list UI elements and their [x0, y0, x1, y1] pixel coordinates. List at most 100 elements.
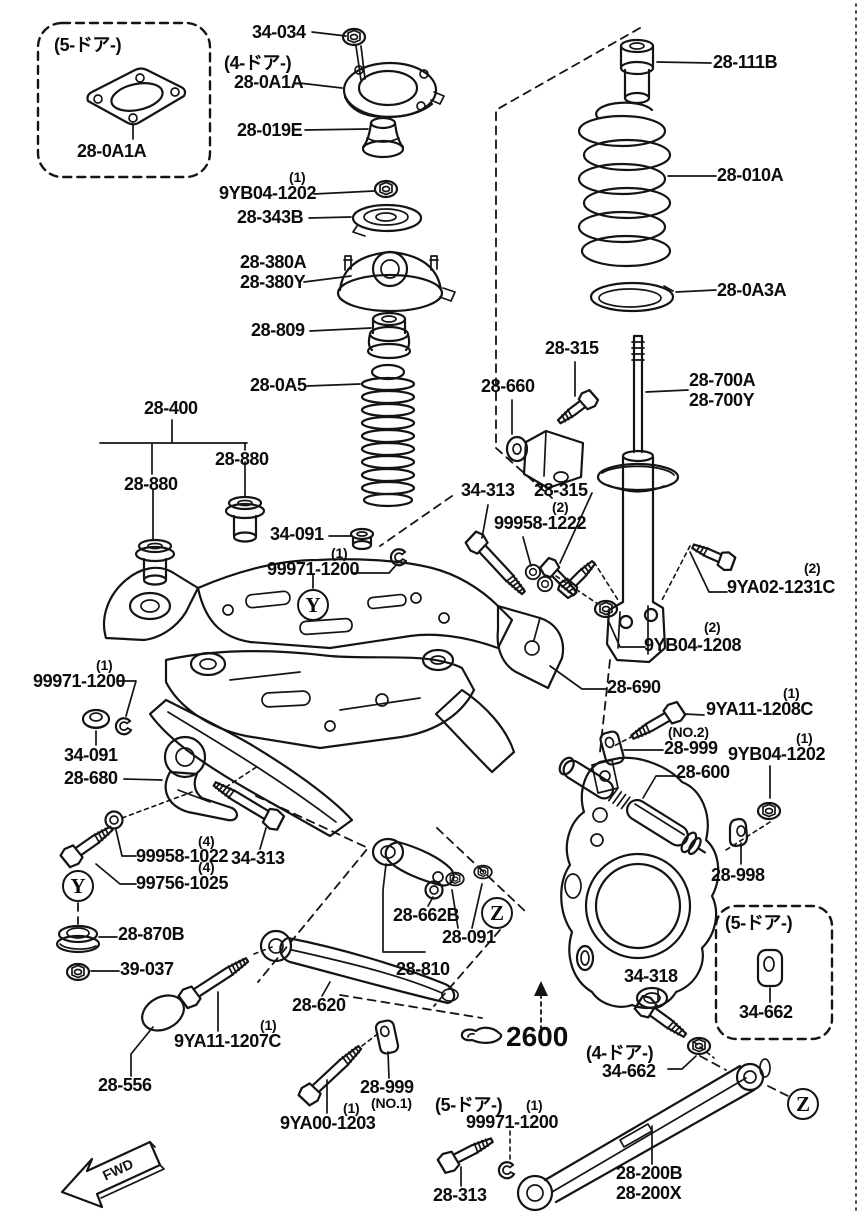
pointing-hand-icon	[460, 1026, 503, 1044]
bump-rubber-28-019E	[361, 116, 405, 159]
callout-28-0a1a-5door: 28-0A1A	[77, 141, 147, 161]
leader-lines	[90, 31, 771, 1187]
plate-nut-34-662-5door	[756, 948, 784, 988]
callout-28-556: 28-556	[98, 1075, 152, 1095]
callout-28-0a5: 28-0A5	[250, 375, 307, 395]
callout-four-door-bottom: (4-ドア-)	[586, 1043, 654, 1063]
callout-qty-no1: (NO.1)	[371, 1095, 412, 1111]
coil-spring-28-010A	[577, 101, 672, 268]
axis-lines	[121, 545, 771, 1161]
section-2600-pointer	[460, 981, 548, 1044]
callout-28-313: 28-313	[433, 1185, 487, 1205]
grommet-34-091-left	[81, 708, 111, 730]
callout-28-620: 28-620	[292, 995, 346, 1015]
callout-28-0a3a: 28-0A3A	[717, 280, 787, 300]
callout-9yb04-1202-mid: 9YB04-1202	[728, 744, 826, 764]
callout-9ya02-1231c: 9YA02-1231C	[727, 577, 836, 597]
callout-34-313-top: 34-313	[461, 480, 515, 500]
callout-qty-9ya11-1208c: (1)	[783, 685, 800, 701]
callout-9yb04-1208: 9YB04-1208	[644, 635, 742, 655]
callout-99971-1200-top: 99971-1200	[267, 559, 360, 579]
callout-99958-1222: 99958-1222	[494, 513, 587, 533]
callout-34-091-top: 34-091	[270, 524, 324, 544]
callout-9ya11-1208c: 9YA11-1208C	[706, 699, 814, 719]
five-door-variant-box-bottom	[714, 904, 834, 1041]
callout-sec-2600: 2600	[506, 1021, 569, 1052]
callout-qty-99971-1200-left: (1)	[96, 657, 113, 673]
callout-28-999-no2: 28-999	[664, 738, 718, 758]
callout-qty-9ya00-1203: (1)	[343, 1100, 360, 1116]
callout-qty-9ya11-1207c: (1)	[260, 1017, 277, 1033]
callout-qty-99971-1200-bottom: (1)	[526, 1097, 543, 1113]
construction-lines	[77, 27, 789, 1097]
clip-28-998	[728, 817, 749, 848]
callout-qty-9yb04-1202-top: (1)	[289, 169, 306, 185]
callout-34-091-left: 34-091	[64, 745, 118, 765]
spring-seat-28-343B	[351, 203, 423, 237]
callout-28-690: 28-690	[607, 677, 661, 697]
callout-34-662-4door: 34-662	[602, 1061, 656, 1081]
callout-qty-99971-1200-top: (1)	[331, 545, 348, 561]
trailing-arm-28-200	[516, 1058, 771, 1212]
callout-qty-28-315-2: (2)	[552, 499, 569, 515]
callout-qty-no2: (NO.2)	[668, 724, 709, 740]
dust-boot-28-0A5	[360, 363, 416, 508]
callout-28-019e: 28-019E	[237, 120, 303, 140]
callout-28-662b: 28-662B	[393, 905, 460, 925]
callout-28-091: 28-091	[442, 927, 496, 947]
callout-28-0a1a-4door: 28-0A1A	[234, 72, 304, 92]
callout-28-880-left: 28-880	[124, 474, 178, 494]
bracket-28-660	[505, 429, 585, 490]
callout-28-343b: 28-343B	[237, 207, 304, 227]
callout-28-810: 28-810	[396, 959, 450, 979]
callout-9ya11-1207c: 9YA11-1207C	[174, 1031, 282, 1051]
crossmember-28-400	[102, 558, 516, 838]
callout-28-660: 28-660	[481, 376, 535, 396]
spring-lower-seat-28-0A3A	[589, 281, 675, 313]
callout-28-680: 28-680	[64, 768, 118, 788]
callout-34-034: 34-034	[252, 22, 306, 42]
view-marker-z-center: Z	[481, 897, 513, 929]
knuckle	[560, 756, 720, 1010]
callout-9ya00-1203: 9YA00-1203	[280, 1113, 376, 1133]
bracket-28-690	[496, 604, 565, 690]
callout-four-door-top: (4-ドア-)	[224, 53, 292, 73]
callout-28-809: 28-809	[251, 320, 305, 340]
callout-qty-99756-1025: (4)	[198, 859, 215, 875]
callout-28-999-no1: 28-999	[360, 1077, 414, 1097]
bushing-28-880-left	[134, 538, 176, 586]
callout-qty-9yb04-1208: (2)	[704, 619, 721, 635]
callout-99971-1200-left: 99971-1200	[33, 671, 126, 691]
callout-five-door-bottom: (5-ドア-)	[435, 1095, 503, 1115]
mount-bracket-28-680	[163, 735, 238, 822]
mount-plate-28-0A1A	[342, 61, 445, 119]
callout-34-318: 34-318	[624, 966, 678, 986]
callout-34-313-left: 34-313	[231, 848, 285, 868]
callout-28-600: 28-600	[676, 762, 730, 782]
five-door-variant-box-top	[36, 21, 212, 179]
callout-five-door-box-bottom: (5-ドア-)	[725, 913, 793, 933]
callout-9yb04-1202-top: 9YB04-1202	[219, 183, 317, 203]
callout-34-662-5door: 34-662	[739, 1002, 793, 1022]
callout-28-998: 28-998	[711, 865, 765, 885]
callout-39-037: 39-037	[120, 959, 174, 979]
callout-qty-99958-1022: (4)	[198, 833, 215, 849]
shock-absorber-28-700	[596, 334, 680, 664]
callout-28-870b: 28-870B	[118, 924, 185, 944]
gasket-plate-28-0A1A	[86, 67, 187, 140]
callout-qty-9yb04-1202-mid: (1)	[796, 730, 813, 746]
view-marker-z-bottom: Z	[787, 1088, 819, 1120]
strut-mount-28-380A	[336, 250, 456, 313]
callout-28-111b: 28-111B	[713, 52, 778, 72]
rubber-seat-28-809	[366, 311, 412, 360]
grommet-28-870B	[55, 924, 101, 954]
adjustable-link-28-600	[558, 756, 707, 856]
view-marker-y-top: Y	[297, 589, 329, 621]
callout-99756-1025: 99756-1025	[136, 873, 229, 893]
